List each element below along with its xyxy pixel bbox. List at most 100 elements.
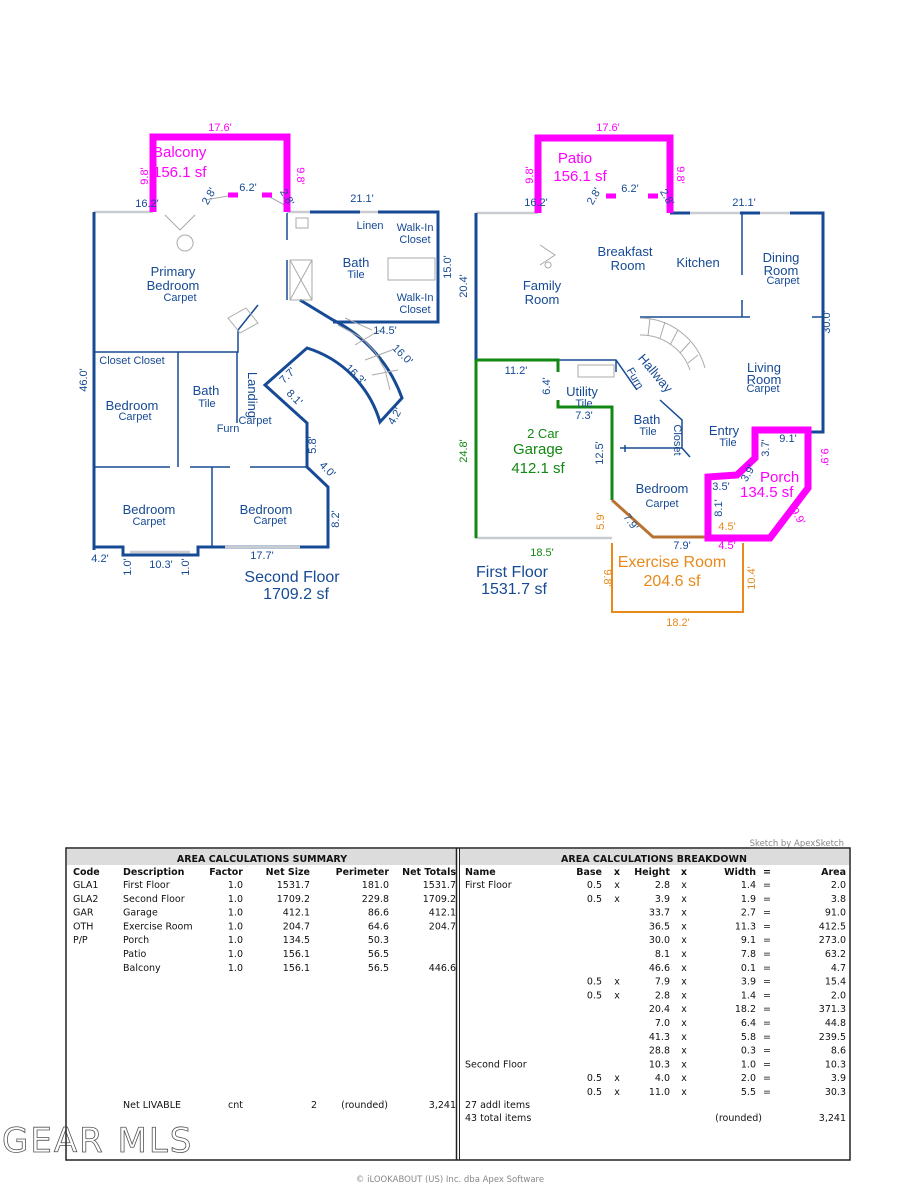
breakdown-height: 3.9 [655,894,670,905]
dimension: 18.5' [530,547,554,559]
patio-left-dim: 9.8' [524,166,536,183]
dimension: 2.8' [277,187,296,208]
summary-cell: 1531.7 [423,880,456,891]
multiply-sign: x [614,880,620,891]
breakdown-header: Name [465,867,496,878]
dimension: 3.5' [712,481,729,493]
breakdown-width: 5.5 [741,1087,756,1098]
dimension: 21.1' [350,193,374,205]
room-bath: Bath [343,255,370,270]
summary-cell: 1.0 [228,949,243,960]
multiply-sign: x [681,880,687,891]
breakdown-height: 4.0 [655,1073,670,1084]
breakdown-height: 10.3 [649,1059,670,1070]
breakdown-name: First Floor [465,880,512,891]
rounded-label: (rounded) [715,1113,762,1124]
first-floor-area: 1531.7 sf [481,581,547,598]
room-dining: Dining [763,250,800,265]
dimension: 9.1' [779,433,796,445]
dimension: 10.4' [746,566,758,590]
summary-cell: 229.8 [362,894,389,905]
breakdown-height: 2.8 [655,880,670,891]
porch-label: Porch [760,469,799,486]
equals-sign: = [763,963,771,974]
summary-total-cell: 3,241 [429,1100,456,1111]
dimension: 1.0' [180,558,192,575]
room-linen: Linen [357,220,384,232]
breakdown-height: 7.9 [655,977,670,988]
breakdown-width: 18.2 [735,1004,756,1015]
summary-cell: First Floor [123,880,170,891]
summary-header: Perimeter [336,867,390,878]
summary-cell: 412.1 [429,908,456,919]
summary-cell: 1709.2 [423,894,456,905]
breakdown-height: 20.4 [649,1004,670,1015]
summary-cell: GLA2 [73,894,98,905]
breakdown-base: 0.5 [587,894,602,905]
equals-sign: = [763,977,771,988]
multiply-sign: x [681,1046,687,1057]
summary-cell: 1.0 [228,894,243,905]
summary-cell: 1.0 [228,935,243,946]
breakdown-height: 46.6 [649,963,670,974]
breakdown-base: 0.5 [587,880,602,891]
patio-right-dim: 9.8' [674,166,686,183]
breakdown-height: 8.1 [655,949,670,960]
multiply-sign: x [681,1087,687,1098]
dimension: 4.5' [718,521,735,533]
breakdown-total: 3,241 [819,1113,846,1124]
room-floor-type: Carpet [645,498,678,510]
summary-total-cell: (rounded) [341,1100,388,1111]
summary-cell: Porch [123,935,149,946]
summary-cell: 412.1 [283,908,310,919]
breakdown-height: 33.7 [649,908,670,919]
second-floor-title: Second Floor [244,569,340,586]
breakdown-width: 1.4 [741,990,756,1001]
summary-cell: 181.0 [362,880,389,891]
breakdown-area: 30.3 [825,1087,846,1098]
breakdown-height: 41.3 [649,1032,670,1043]
summary-header: Code [73,867,100,878]
breakdown-width: 1.9 [741,894,756,905]
room-kitchen: Kitchen [676,255,719,270]
breakdown-header: Height [634,867,670,878]
summary-cell: Second Floor [123,894,185,905]
breakdown-area: 10.3 [825,1059,846,1070]
total-items: 43 total items [465,1113,531,1124]
dimension: 11.2' [505,365,528,377]
multiply-sign: x [614,1087,620,1098]
breakdown-header: = [763,867,771,878]
summary-cell: Garage [123,908,158,919]
dimension: 15.0' [442,255,454,279]
dimension: 4.2' [91,553,108,565]
equals-sign: = [763,1046,771,1057]
room-floor-type: Carpet [766,275,799,287]
room-bath: Bath [634,412,661,427]
summary-cell: 204.7 [283,921,310,932]
multiply-sign: x [681,977,687,988]
room-living: Room [747,372,782,387]
room-floor-type: Carpet [746,383,779,395]
second-floor-area: 1709.2 sf [263,586,329,603]
summary-cell: P/P [73,935,88,946]
additional-items: 27 addl items [465,1100,530,1111]
room-utility: Utility [566,384,598,399]
breakdown-height: 36.5 [649,921,670,932]
room-floor-type: Carpet [163,292,196,304]
balcony-left-dim: 9.8' [139,167,151,184]
garage-label: Garage [513,441,563,458]
breakdown-width: 2.0 [741,1073,756,1084]
dimension: 6.4' [541,377,553,394]
summary-cell: 56.5 [368,949,389,960]
multiply-sign: x [614,1073,620,1084]
dimension: 24.8' [458,439,470,463]
patio-area: 156.1 sf [553,168,607,185]
dimension: 1.0' [122,558,134,575]
room-family: Family [523,278,562,293]
breakdown-header: Base [576,867,602,878]
breakdown-width: 1.0 [741,1059,756,1070]
dimension: 3.7' [760,439,772,456]
dimension: 4.0' [317,459,338,480]
room-bedroom: Bedroom [106,398,159,413]
summary-cell: 1.0 [228,921,243,932]
